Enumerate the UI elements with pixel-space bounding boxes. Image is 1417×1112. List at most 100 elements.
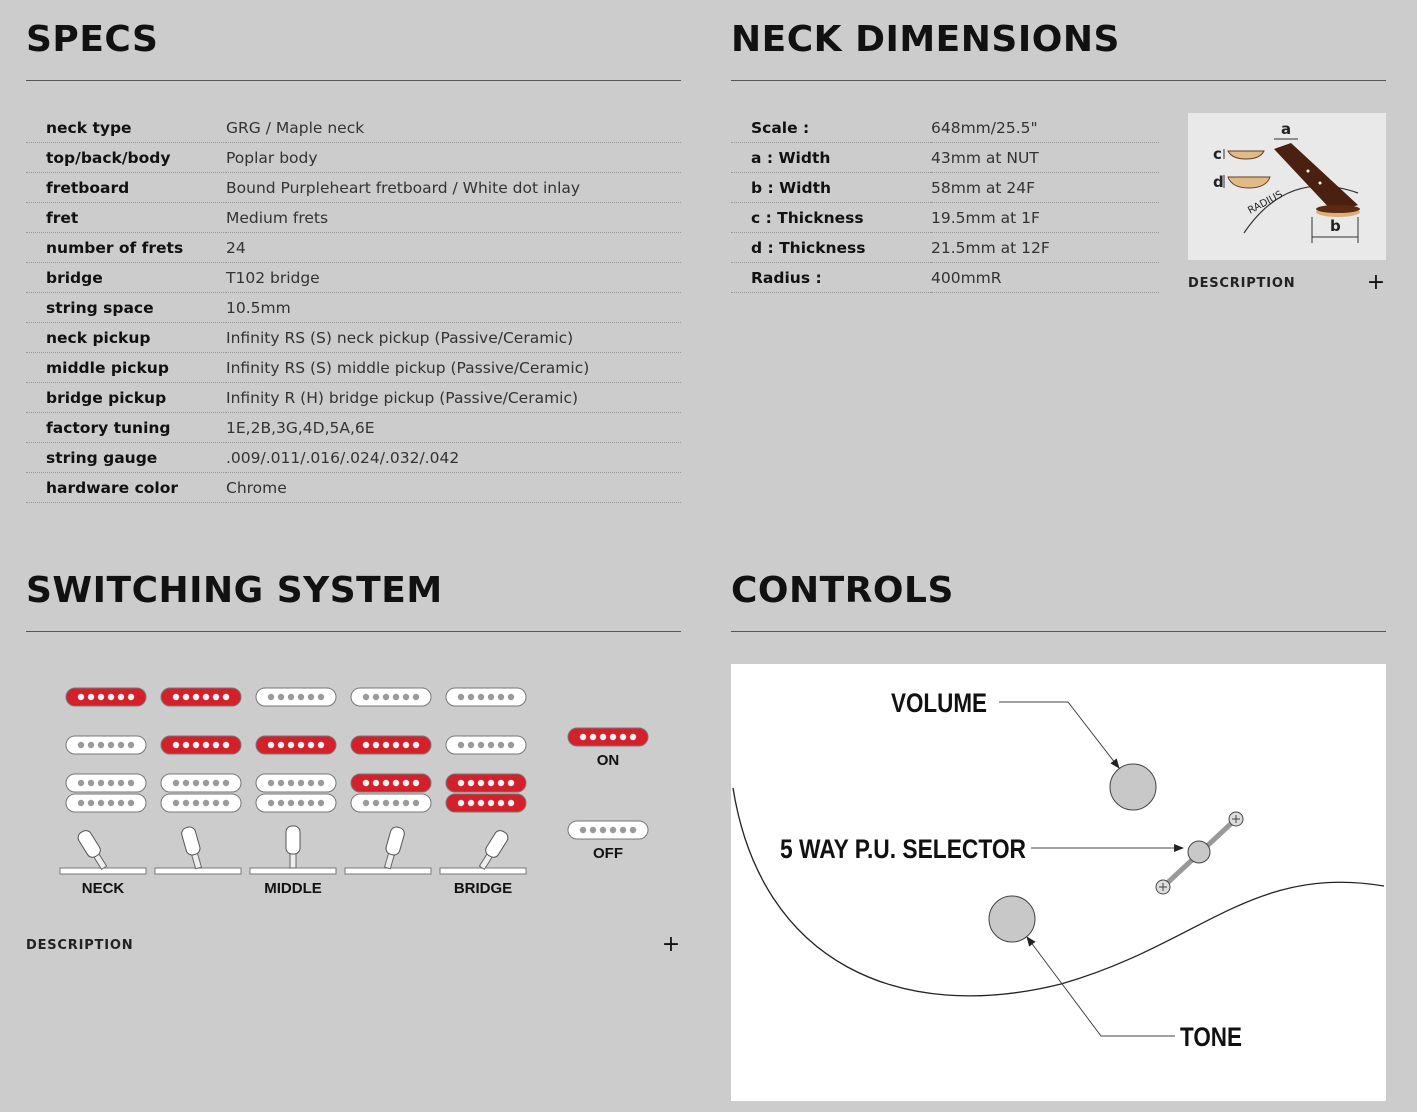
switch-lever-icon [181,826,203,870]
dim-b-label: b [1330,217,1341,235]
spec-value: Bound Purpleheart fretboard / White dot … [226,172,681,203]
middle-pickup-indicator [350,735,432,755]
spec-value: 21.5mm at 12F [931,232,1159,263]
spec-value: 648mm/25.5" [931,113,1159,143]
plus-icon[interactable]: + [1366,270,1386,295]
dim-d-label: d [1213,173,1224,191]
spec-label: middle pickup [26,352,226,383]
switch-base [154,867,242,875]
middle-pickup-indicator [255,735,337,755]
switch-position-label: BRIDGE [454,880,512,897]
volume-knob[interactable] [1109,763,1157,811]
bridge-pickup-coil-indicator [255,793,337,813]
middle-pickup-indicator [65,735,147,755]
spec-label: factory tuning [26,412,226,443]
spec-label: Scale : [731,113,931,143]
neck-diagram[interactable]: a b c d RADIUS [1188,113,1386,260]
legend-on-swatch [567,727,649,747]
bridge-pickup-coil-indicator [160,773,242,793]
spec-value: Infinity RS (S) neck pickup (Passive/Cer… [226,322,681,353]
spec-value: 10.5mm [226,292,681,323]
spec-label: bridge [26,262,226,293]
switch-lever-icon [383,826,405,870]
spec-value: Medium frets [226,202,681,233]
plus-icon[interactable]: + [661,932,681,957]
switching-section: SWITCHING SYSTEM [26,569,681,632]
spec-value: Infinity R (H) bridge pickup (Passive/Ce… [226,382,681,413]
neck-section: NECK DIMENSIONS Scale :648mm/25.5"a : Wi… [731,18,1386,293]
switch-lever-icon [478,830,509,870]
switching-divider [26,631,681,632]
spec-label: number of frets [26,232,226,263]
switching-description-toggle[interactable]: DESCRIPTION + [26,932,681,957]
switching-description-label: DESCRIPTION [26,937,134,953]
neck-diagram-svg: a b c d RADIUS [1213,120,1360,243]
spec-value: 24 [226,232,681,263]
pickup-selector[interactable] [1155,811,1244,895]
middle-pickup-indicator [160,735,242,755]
spec-row: string gauge.009/.011/.016/.024/.032/.04… [26,442,681,473]
switching-title: SWITCHING SYSTEM [26,570,443,611]
legend-on-label: ON [597,752,620,769]
dim-a-label: a [1281,120,1291,138]
tone-knob[interactable] [988,895,1036,943]
neck-pickup-indicator [160,687,242,707]
spec-label: fret [26,202,226,233]
bridge-pickup-coil-indicator [65,773,147,793]
spec-label: Radius : [731,262,931,293]
switch-position-label: MIDDLE [264,880,322,897]
spec-value: Poplar body [226,142,681,173]
neck-description-toggle[interactable]: DESCRIPTION + [1188,270,1386,295]
spec-value: Infinity RS (S) middle pickup (Passive/C… [226,352,681,383]
neck-title: NECK DIMENSIONS [731,19,1120,60]
spec-value: 400mmR [931,262,1159,293]
bridge-pickup-coil-indicator [445,793,527,813]
selector-label: 5 WAY P.U. SELECTOR [780,834,1026,864]
controls-diagram: VOLUME 5 WAY P.U. SELECTOR TONE [731,664,1386,1101]
spec-value: 19.5mm at 1F [931,202,1159,233]
spec-value: T102 bridge [226,262,681,293]
controls-title: CONTROLS [731,570,954,611]
spec-value: GRG / Maple neck [226,113,681,143]
spec-row: Radius :400mmR [731,262,1159,293]
volume-label: VOLUME [891,688,987,718]
spec-value: 1E,2B,3G,4D,5A,6E [226,412,681,443]
bridge-pickup-coil-indicator [255,773,337,793]
dim-c-label: c [1213,145,1222,163]
legend-off-label: OFF [593,845,623,862]
spec-value: 43mm at NUT [931,142,1159,173]
spec-label: neck pickup [26,322,226,353]
bridge-pickup-coil-indicator [445,773,527,793]
spec-value: Chrome [226,472,681,503]
switch-base [344,867,432,875]
controls-svg: VOLUME 5 WAY P.U. SELECTOR TONE [732,688,1385,1052]
neck-pickup-indicator [445,687,527,707]
spec-label: neck type [26,113,226,143]
neck-pickup-indicator [255,687,337,707]
bridge-pickup-coil-indicator [65,793,147,813]
spec-label: fretboard [26,172,226,203]
spec-label: bridge pickup [26,382,226,413]
spec-label: b : Width [731,172,931,203]
controls-section: CONTROLS [731,569,1386,632]
tone-label: TONE [1180,1022,1242,1052]
neck-description-label: DESCRIPTION [1188,275,1296,291]
spec-label: string gauge [26,442,226,473]
